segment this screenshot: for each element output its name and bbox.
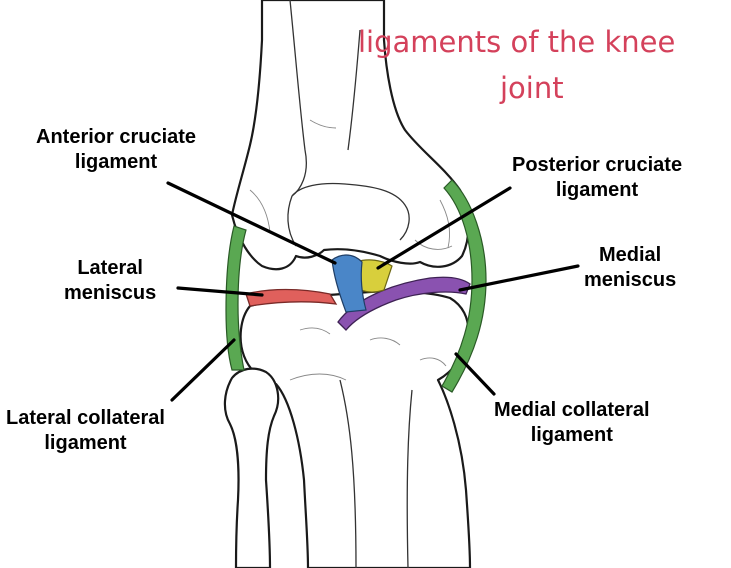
label-lcl: Lateral collateral ligament [6, 406, 165, 456]
label-mcl-line2: ligament [530, 424, 613, 446]
lcl-leader [170, 338, 236, 402]
label-acl-line2: ligament [74, 151, 158, 173]
acl-leader [166, 181, 337, 265]
medial-meniscus-leader [458, 264, 580, 292]
label-pcl-line1: Posterior cruciate [512, 154, 683, 176]
label-medial-meniscus-line2: meniscus [584, 269, 677, 291]
mcl-leader [454, 352, 496, 396]
label-mcl: Medial collateral ligament [494, 398, 650, 448]
acl-shape [331, 254, 367, 313]
medial-meniscus-shape [337, 276, 471, 331]
label-pcl: Posterior cruciate ligament [512, 153, 682, 203]
diagram-title-line2: joint [500, 71, 564, 105]
label-medial-meniscus-line1: Medial [599, 244, 662, 266]
mcl-shape [441, 179, 487, 393]
label-lateral-meniscus: Lateral meniscus [64, 256, 156, 306]
lateral-meniscus-shape [245, 288, 338, 307]
label-pcl-line2: ligament [555, 179, 639, 201]
label-lateral-meniscus-line2: meniscus [64, 282, 157, 304]
label-lcl-line2: ligament [44, 432, 127, 454]
label-lateral-meniscus-line1: Lateral [77, 257, 143, 279]
label-medial-meniscus: Medial meniscus [584, 243, 676, 293]
diagram-title-line1: ligaments of the knee [358, 25, 676, 59]
label-acl-line1: Anterior cruciate [36, 126, 197, 148]
label-lcl-line1: Lateral collateral [6, 407, 165, 429]
lcl-shape [225, 225, 247, 371]
lateral-meniscus-leader [176, 286, 264, 297]
label-acl: Anterior cruciate ligament [36, 125, 196, 175]
label-mcl-line1: Medial collateral [494, 399, 650, 421]
fibula [223, 367, 280, 568]
pcl-leader [376, 186, 512, 270]
